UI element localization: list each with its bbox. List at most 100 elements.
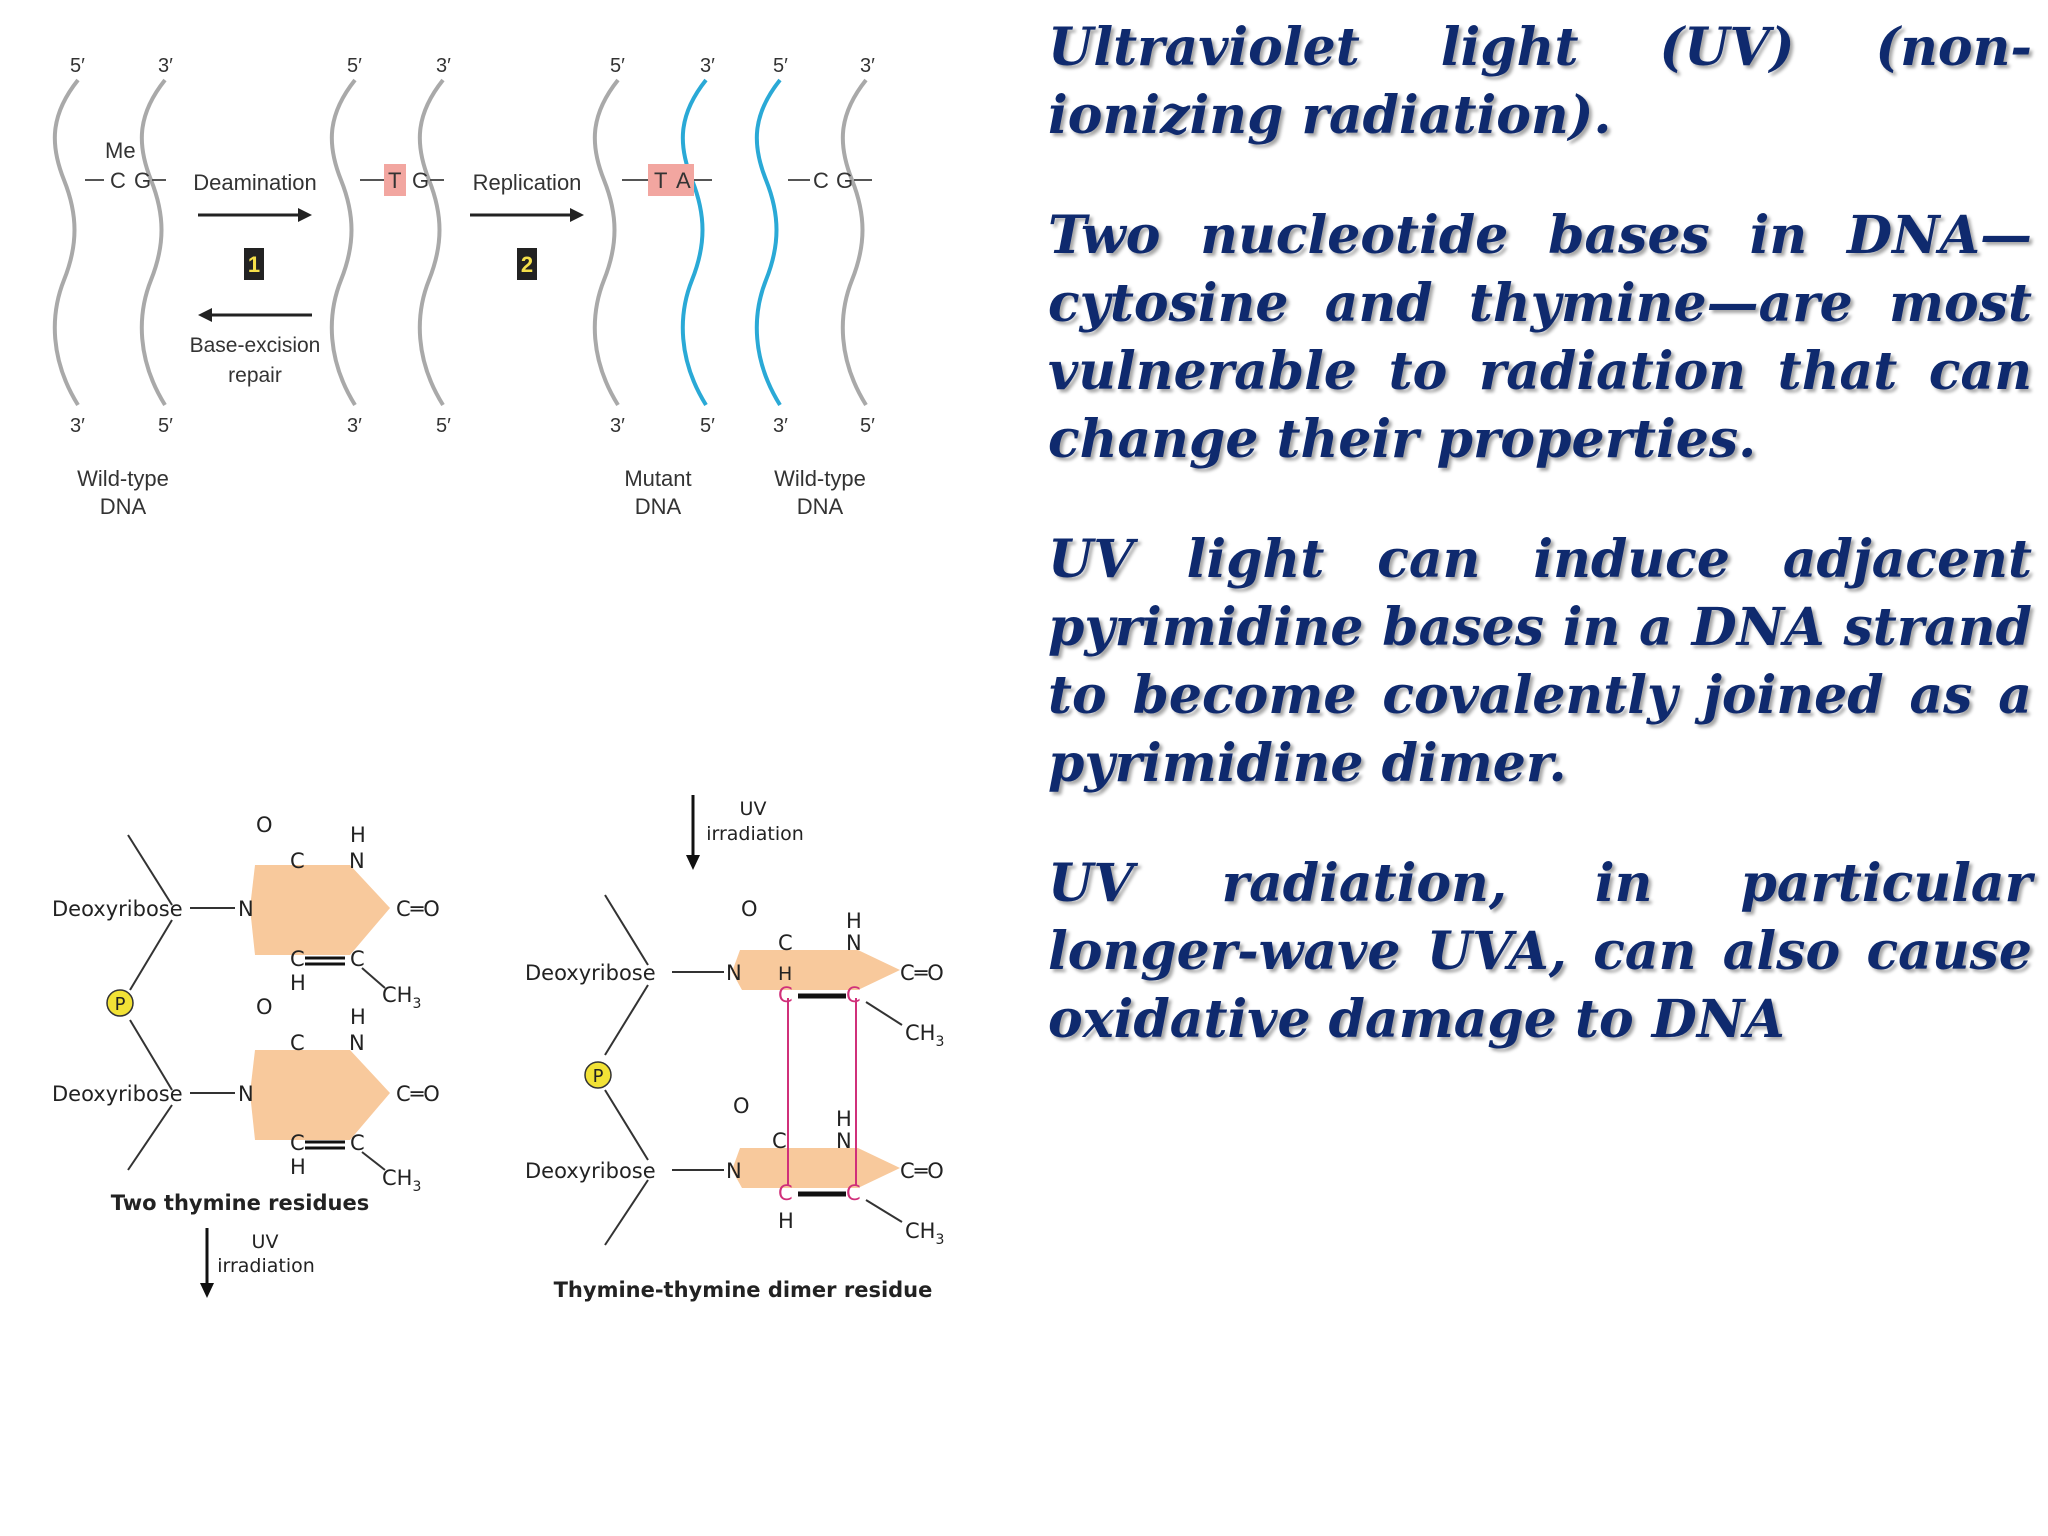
- carbonyl: C═O: [396, 897, 440, 921]
- prime-label: 3′: [158, 55, 173, 77]
- atom-o: O: [256, 995, 273, 1019]
- caption-two-thymine: Two thymine residues: [111, 1191, 369, 1215]
- base-a: A: [676, 168, 691, 193]
- dimer-ring-upper: [732, 950, 900, 990]
- strand-wt-left: [52, 78, 80, 407]
- strand-mutant-left: [592, 78, 620, 407]
- atom-o: O: [733, 1094, 750, 1118]
- atom-h: H: [778, 963, 792, 985]
- deoxyribose-label: Deoxyribose: [52, 1082, 183, 1106]
- atom-c: C: [290, 1031, 305, 1055]
- strand-mid-left: [329, 78, 357, 407]
- base-g: G: [836, 168, 853, 193]
- mismatch-highlight: [384, 164, 406, 196]
- prime-label: 5′: [70, 55, 85, 77]
- prime-label: 3′: [436, 55, 451, 77]
- base-c: C: [813, 168, 829, 193]
- atom-o: O: [256, 813, 273, 837]
- step-2-badge: [517, 248, 537, 280]
- base-c: C: [110, 168, 126, 193]
- atom-c: C: [778, 931, 793, 955]
- irradiation-label: irradiation: [217, 1255, 315, 1277]
- atom-c: C: [350, 1131, 365, 1155]
- carbonyl: C═O: [900, 961, 944, 985]
- repair-label-line2: repair: [228, 364, 282, 387]
- atom-h: H: [836, 1107, 852, 1131]
- prime-label: 3′: [860, 55, 875, 77]
- atom-h: H: [350, 1005, 366, 1029]
- strand-mid-right: [417, 78, 445, 407]
- thymine-ring-lower: [250, 1050, 390, 1140]
- atom-h: H: [350, 823, 366, 847]
- caption-wild-type-2: DNA: [100, 494, 147, 519]
- strand-wt2-right: [840, 78, 868, 407]
- atom-n: N: [238, 1082, 254, 1106]
- replication-label: Replication: [473, 170, 582, 195]
- atom-n: N: [846, 931, 862, 955]
- mutation-highlight: [648, 164, 694, 196]
- prime-label: 3′: [347, 415, 362, 437]
- phosphate-badge: [106, 989, 134, 1017]
- caption-mutant-2: DNA: [635, 494, 682, 519]
- atom-n: N: [726, 961, 742, 985]
- methyl-group: CH3: [905, 1219, 944, 1248]
- prime-label: 5′: [700, 415, 715, 437]
- prime-label: 5′: [436, 415, 451, 437]
- deoxyribose-label: Deoxyribose: [525, 961, 656, 985]
- base-t: T: [654, 168, 667, 193]
- atom-c: C: [290, 1131, 305, 1155]
- deamination-step: Deamination 1 Base-excision repair: [190, 170, 321, 387]
- paragraph-oxidative-damage: UV radiation, in particular longer-wave …: [1048, 853, 2032, 1050]
- two-thymine-residues: Deoxyribose N O C H N C═O C C H CH3 P De…: [52, 813, 440, 1298]
- deamination-label: Deamination: [193, 170, 317, 195]
- caption-dimer: Thymine-thymine dimer residue: [554, 1278, 933, 1302]
- methyl-group: CH3: [382, 1166, 421, 1195]
- atom-n: N: [349, 1031, 365, 1055]
- repair-label-line1: Base-excision: [190, 334, 321, 357]
- deoxyribose-label: Deoxyribose: [52, 897, 183, 921]
- atom-n: N: [349, 849, 365, 873]
- step-1-badge: [244, 248, 264, 280]
- methyl-group: CH3: [382, 983, 421, 1012]
- caption-mutant-1: Mutant: [624, 466, 691, 491]
- dimer-ring-lower: [732, 1148, 900, 1188]
- thymine-dimer-residue: UV irradiation Deoxyribose N O C H N C═O…: [525, 795, 944, 1302]
- uv-label: UV: [740, 798, 767, 820]
- atom-n: N: [836, 1129, 852, 1153]
- atom-o: O: [741, 897, 758, 921]
- phosphate-label: P: [593, 1066, 604, 1087]
- atom-c-dimer: C: [778, 1181, 793, 1205]
- prime-label: 3′: [773, 415, 788, 437]
- atom-c-dimer: C: [778, 983, 793, 1007]
- atom-c: C: [290, 947, 305, 971]
- atom-c-dimer: C: [846, 1181, 861, 1205]
- irradiation-label: irradiation: [706, 823, 804, 845]
- prime-label: 5′: [773, 55, 788, 77]
- caption-wild-type-right-1: Wild-type: [774, 466, 866, 491]
- replication-step: Replication 2: [470, 170, 584, 280]
- atom-c: C: [290, 849, 305, 873]
- prime-label: 5′: [158, 415, 173, 437]
- atom-n: N: [238, 897, 254, 921]
- prime-label: 3′: [610, 415, 625, 437]
- strand-wt2-new: [754, 78, 782, 407]
- strand-wt-right: [139, 78, 167, 407]
- thymine-ring-upper: [250, 865, 390, 955]
- atom-h: H: [290, 971, 306, 995]
- text-panel: Ultraviolet light (UV) (non-ionizing rad…: [1048, 14, 2032, 1106]
- paragraph-vulnerable-bases: Two nucleotide bases in DNA— cytosine an…: [1048, 205, 2032, 470]
- atom-c: C: [772, 1129, 787, 1153]
- step-1-number: 1: [248, 252, 260, 277]
- prime-label: 5′: [610, 55, 625, 77]
- phosphate-label: P: [115, 994, 126, 1015]
- atom-n: N: [726, 1159, 742, 1183]
- carbonyl: C═O: [900, 1159, 944, 1183]
- caption-wild-type-1: Wild-type: [77, 466, 169, 491]
- strand-mutant-new: [680, 78, 708, 407]
- prime-label: 3′: [700, 55, 715, 77]
- prime-label: 3′: [70, 415, 85, 437]
- dna-deamination-diagram: 5′ 3′ 5′ 3′ 5′ 3′ 5′ 3′ 3′ 5′ 3′ 5′ 3′ 5…: [52, 55, 875, 519]
- deoxyribose-label: Deoxyribose: [525, 1159, 656, 1183]
- paragraph-uv-intro: Ultraviolet light (UV) (non-ionizing rad…: [1048, 17, 2032, 146]
- base-g: G: [134, 168, 151, 193]
